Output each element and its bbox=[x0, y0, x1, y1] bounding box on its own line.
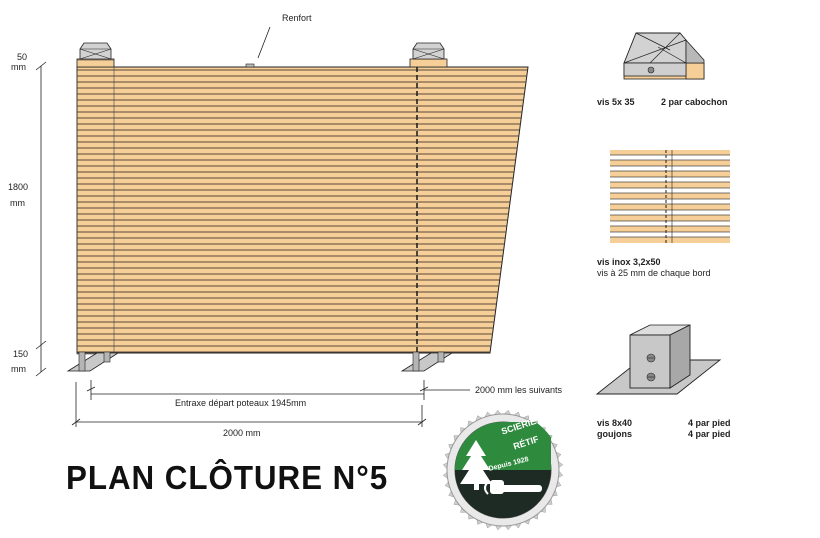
dim-top-unit: mm bbox=[11, 62, 26, 72]
detail-foot-bracket bbox=[595, 324, 722, 395]
dim-mid-unit: mm bbox=[10, 198, 25, 208]
renfort-label: Renfort bbox=[282, 13, 312, 23]
detail-boards bbox=[610, 150, 730, 243]
boards-note-label: vis à 25 mm de chaque bord bbox=[597, 268, 711, 278]
cap-screw-label: vis 5x 35 bbox=[597, 97, 635, 107]
dim-top-value: 50 bbox=[17, 52, 28, 62]
dim-bot-unit: mm bbox=[11, 364, 26, 374]
foot-qty1-label: 4 par pied bbox=[688, 418, 731, 428]
foot-dowel-label: goujons bbox=[597, 429, 632, 439]
left-foot-plate bbox=[66, 351, 120, 372]
fence-panel bbox=[76, 66, 529, 354]
chainsaw-icon bbox=[484, 480, 542, 495]
dim-mid-value: 1800 bbox=[8, 182, 29, 192]
entraxe-label: Entraxe départ poteaux 1945mm bbox=[175, 398, 307, 408]
tree-icon bbox=[460, 440, 492, 484]
vertical-dimension bbox=[35, 61, 47, 377]
suivants-label: 2000 mm les suivants bbox=[475, 385, 563, 395]
fence-slats bbox=[77, 69, 528, 353]
total-width-label: 2000 mm bbox=[223, 428, 261, 438]
left-post-cap bbox=[79, 42, 112, 60]
dim-bot-value: 150 bbox=[13, 349, 29, 359]
cap-qty-label: 2 par cabochon bbox=[661, 97, 728, 107]
boards-screw-label: vis inox 3,2x50 bbox=[597, 257, 661, 267]
renfort-pointer bbox=[245, 26, 271, 68]
middle-post-cap bbox=[412, 42, 445, 60]
horizontal-dimensions bbox=[71, 380, 470, 427]
middle-foot-plate bbox=[400, 351, 454, 372]
detail-post-cap bbox=[623, 32, 705, 80]
foot-screw-label: vis 8x40 bbox=[597, 418, 633, 428]
foot-qty2-label: 4 par pied bbox=[688, 429, 731, 439]
scierie-logo bbox=[442, 409, 564, 531]
page-title: PLAN CLÔTURE N°5 bbox=[66, 459, 389, 496]
